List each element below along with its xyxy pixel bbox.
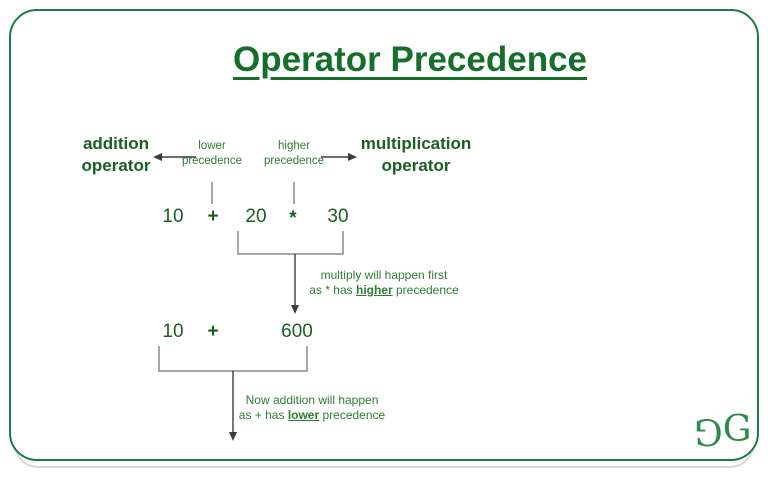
note-second-line2-suffix: precedence bbox=[319, 408, 386, 422]
note-addition-second: Now addition will happen as + has lower … bbox=[227, 393, 397, 423]
note-second-line2: as + has lower precedence bbox=[227, 408, 397, 423]
note-multiplication-first: multiply will happen first as * has high… bbox=[292, 268, 476, 298]
arrow-to-addition-operator bbox=[153, 153, 196, 161]
expr2-operand-600: 600 bbox=[281, 321, 313, 342]
note-first-line2: as * has higher precedence bbox=[292, 283, 476, 298]
label-multiplication-operator: multiplication operator bbox=[348, 133, 484, 177]
note-first-line1: multiply will happen first bbox=[320, 268, 448, 282]
label-addition-line2: operator bbox=[81, 156, 151, 175]
label-higher-line1: higher bbox=[278, 140, 310, 152]
label-lower-precedence: lower precedence bbox=[169, 139, 255, 169]
label-addition-operator: addition operator bbox=[60, 133, 172, 177]
label-lower-line1: lower bbox=[198, 140, 226, 152]
bracket-first-evaluation bbox=[237, 231, 344, 255]
note-first-line2-prefix: as * has bbox=[309, 283, 356, 297]
geeksforgeeks-logo: GG bbox=[697, 409, 752, 451]
expr1-operand-30: 30 bbox=[327, 206, 349, 227]
note-second-line1: Now addition will happen bbox=[245, 393, 379, 407]
expr1-operand-10: 10 bbox=[162, 206, 184, 227]
expr2-plus-operator: + bbox=[207, 321, 219, 342]
label-higher-line2: precedence bbox=[263, 155, 325, 167]
note-first-line2-suffix: precedence bbox=[392, 283, 459, 297]
arrow-second-evaluation-result bbox=[229, 371, 237, 441]
note-second-emphasis: lower bbox=[287, 408, 320, 422]
label-addition-line1: addition bbox=[82, 134, 150, 153]
arrow-to-multiplication-operator bbox=[321, 153, 357, 161]
expr1-plus-operator: + bbox=[207, 206, 219, 227]
logo-g-glyph: G bbox=[722, 409, 752, 450]
expr1-star-operator: * bbox=[289, 208, 297, 229]
page-title: Operator Precedence bbox=[232, 40, 588, 79]
expr1-operand-20: 20 bbox=[245, 206, 267, 227]
slide-frame-border bbox=[9, 9, 759, 461]
note-second-line2-prefix: as + has bbox=[238, 408, 288, 422]
logo-mirrored-g-glyph: G bbox=[697, 410, 723, 451]
expr2-operand-10: 10 bbox=[162, 321, 184, 342]
arrow-first-evaluation-result bbox=[291, 254, 299, 314]
note-first-emphasis: higher bbox=[355, 283, 393, 297]
label-lower-line2: precedence bbox=[181, 155, 243, 167]
label-multiplication-line1: multiplication bbox=[360, 134, 472, 153]
label-higher-precedence: higher precedence bbox=[251, 139, 337, 169]
label-multiplication-line2: operator bbox=[381, 156, 451, 175]
